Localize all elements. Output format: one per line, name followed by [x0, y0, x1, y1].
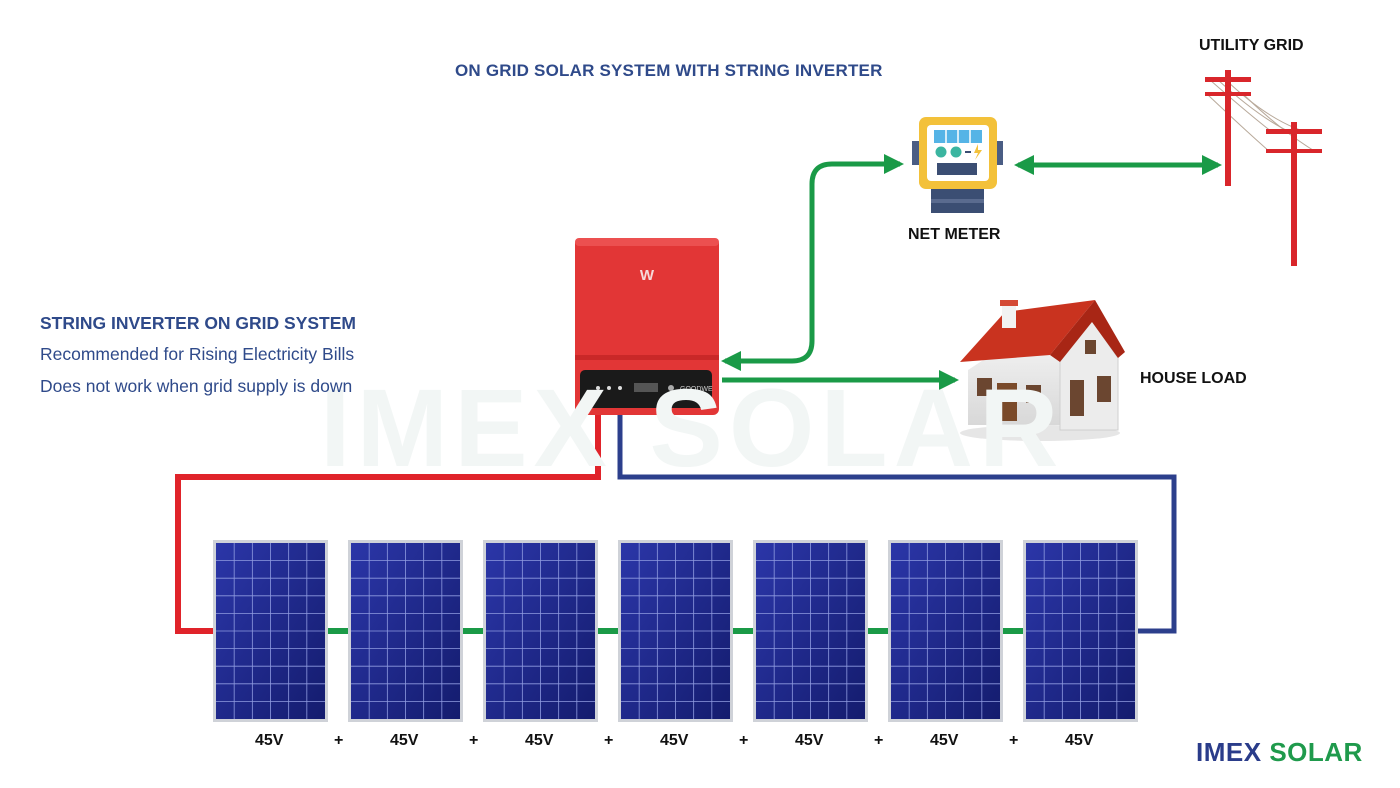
solar-panel — [1023, 540, 1138, 722]
house-load-label: HOUSE LOAD — [1140, 370, 1247, 387]
solar-panel — [483, 540, 598, 722]
solar-panel — [888, 540, 1003, 722]
string-inverter: GOODWE W — [575, 238, 719, 415]
panel-voltage-label: 45V — [255, 732, 284, 749]
panel-voltage-label: 45V — [390, 732, 419, 749]
panel-voltage-label: 45V — [795, 732, 824, 749]
series-plus-sign: + — [739, 732, 749, 749]
net-meter-icon — [912, 117, 1003, 213]
inverter-logo-icon: W — [640, 267, 655, 284]
blue-wire — [617, 412, 1177, 634]
solar-panel — [213, 540, 328, 722]
inverter-brand: GOODWE — [680, 386, 713, 393]
panel-voltage-label: 45V — [525, 732, 554, 749]
diagram-title: ON GRID SOLAR SYSTEM WITH STRING INVERTE… — [455, 61, 883, 80]
series-plus-sign: + — [1009, 732, 1019, 749]
house-icon — [960, 300, 1125, 441]
solar-panel — [753, 540, 868, 722]
brand-logo: IMEX SOLAR — [1196, 737, 1363, 768]
solar-panel — [618, 540, 733, 722]
panel-voltage-label: 45V — [660, 732, 689, 749]
panel-voltage-label: 45V — [930, 732, 959, 749]
info-heading: STRING INVERTER ON GRID SYSTEM — [40, 313, 356, 333]
panel-voltage-label: 45V — [1065, 732, 1094, 749]
solar-panel-array — [213, 540, 1138, 722]
info-line-1: Recommended for Rising Electricity Bills — [40, 344, 355, 364]
watermark: IMEX SOLAR — [320, 367, 1065, 490]
info-line-2: Does not work when grid supply is down — [40, 376, 353, 396]
inverter-to-meter-arrow — [721, 154, 904, 371]
series-plus-sign: + — [469, 732, 479, 749]
net-meter-label: NET METER — [908, 226, 1001, 243]
solar-panel — [348, 540, 463, 722]
series-plus-sign: + — [874, 732, 884, 749]
brand-part-2: SOLAR — [1269, 737, 1363, 767]
utility-pole-icon — [1205, 70, 1322, 266]
series-plus-sign: + — [334, 732, 344, 749]
brand-part-1: IMEX — [1196, 737, 1262, 767]
system-info: STRING INVERTER ON GRID SYSTEM Recommend… — [40, 313, 356, 408]
utility-grid-label: UTILITY GRID — [1199, 37, 1304, 54]
red-wire — [175, 412, 601, 634]
series-plus-sign: + — [604, 732, 614, 749]
